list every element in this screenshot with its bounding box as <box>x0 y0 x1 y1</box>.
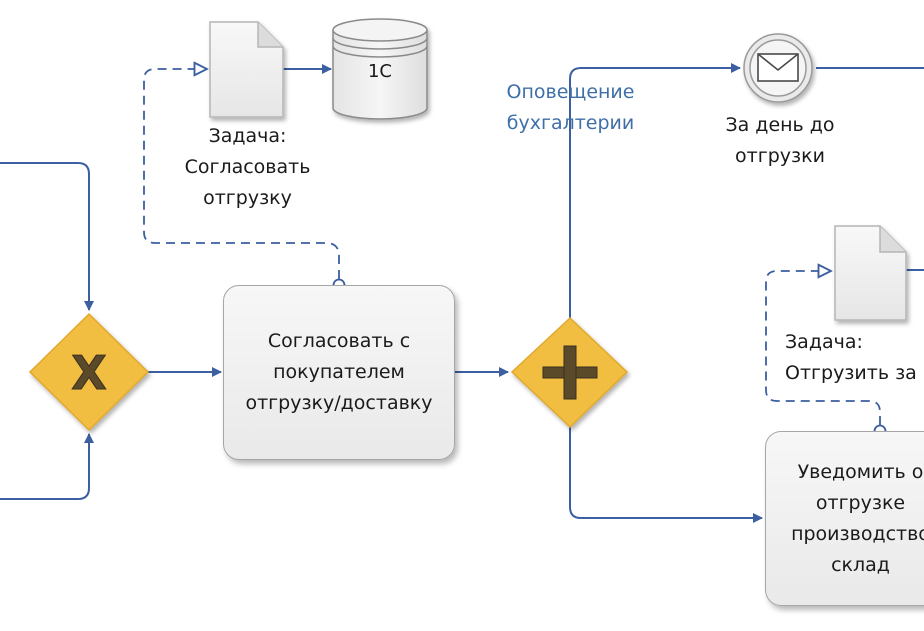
datastore-label: 1C <box>368 61 392 82</box>
event-label-day-before: За день до отгрузки <box>725 114 835 167</box>
document-label-agree: Задача: Согласовать отгрузку <box>184 125 311 209</box>
flow-bottom-to-xor <box>0 433 94 500</box>
envelope-icon <box>757 53 799 82</box>
association-task-to-doc <box>143 69 340 279</box>
document-label-ship: Задача: Отгрузить за <box>785 331 917 384</box>
association-notify-to-doc <box>765 271 881 425</box>
parallel-gateway-mark <box>542 345 598 400</box>
flow-top-to-xor <box>0 162 94 311</box>
task-notify-production[interactable]: Уведомить о отгрузке производство склад <box>765 431 924 606</box>
document-icon[interactable] <box>834 225 907 321</box>
task-agree-shipment[interactable]: Согласовать с покупателем отгрузку/доста… <box>223 285 455 460</box>
task-notify-production-label: Уведомить о отгрузке производство склад <box>791 460 924 576</box>
flow-parallel-to-message <box>569 63 741 318</box>
exclusive-gateway[interactable] <box>28 312 150 432</box>
flow-parallel-to-notify <box>569 427 763 523</box>
exclusive-gateway-mark: X <box>71 346 106 400</box>
datastore-icon[interactable] <box>332 18 428 120</box>
flow-label-notify-accounting: Оповещение бухгалтерии <box>506 81 635 134</box>
document-icon[interactable] <box>209 21 284 118</box>
